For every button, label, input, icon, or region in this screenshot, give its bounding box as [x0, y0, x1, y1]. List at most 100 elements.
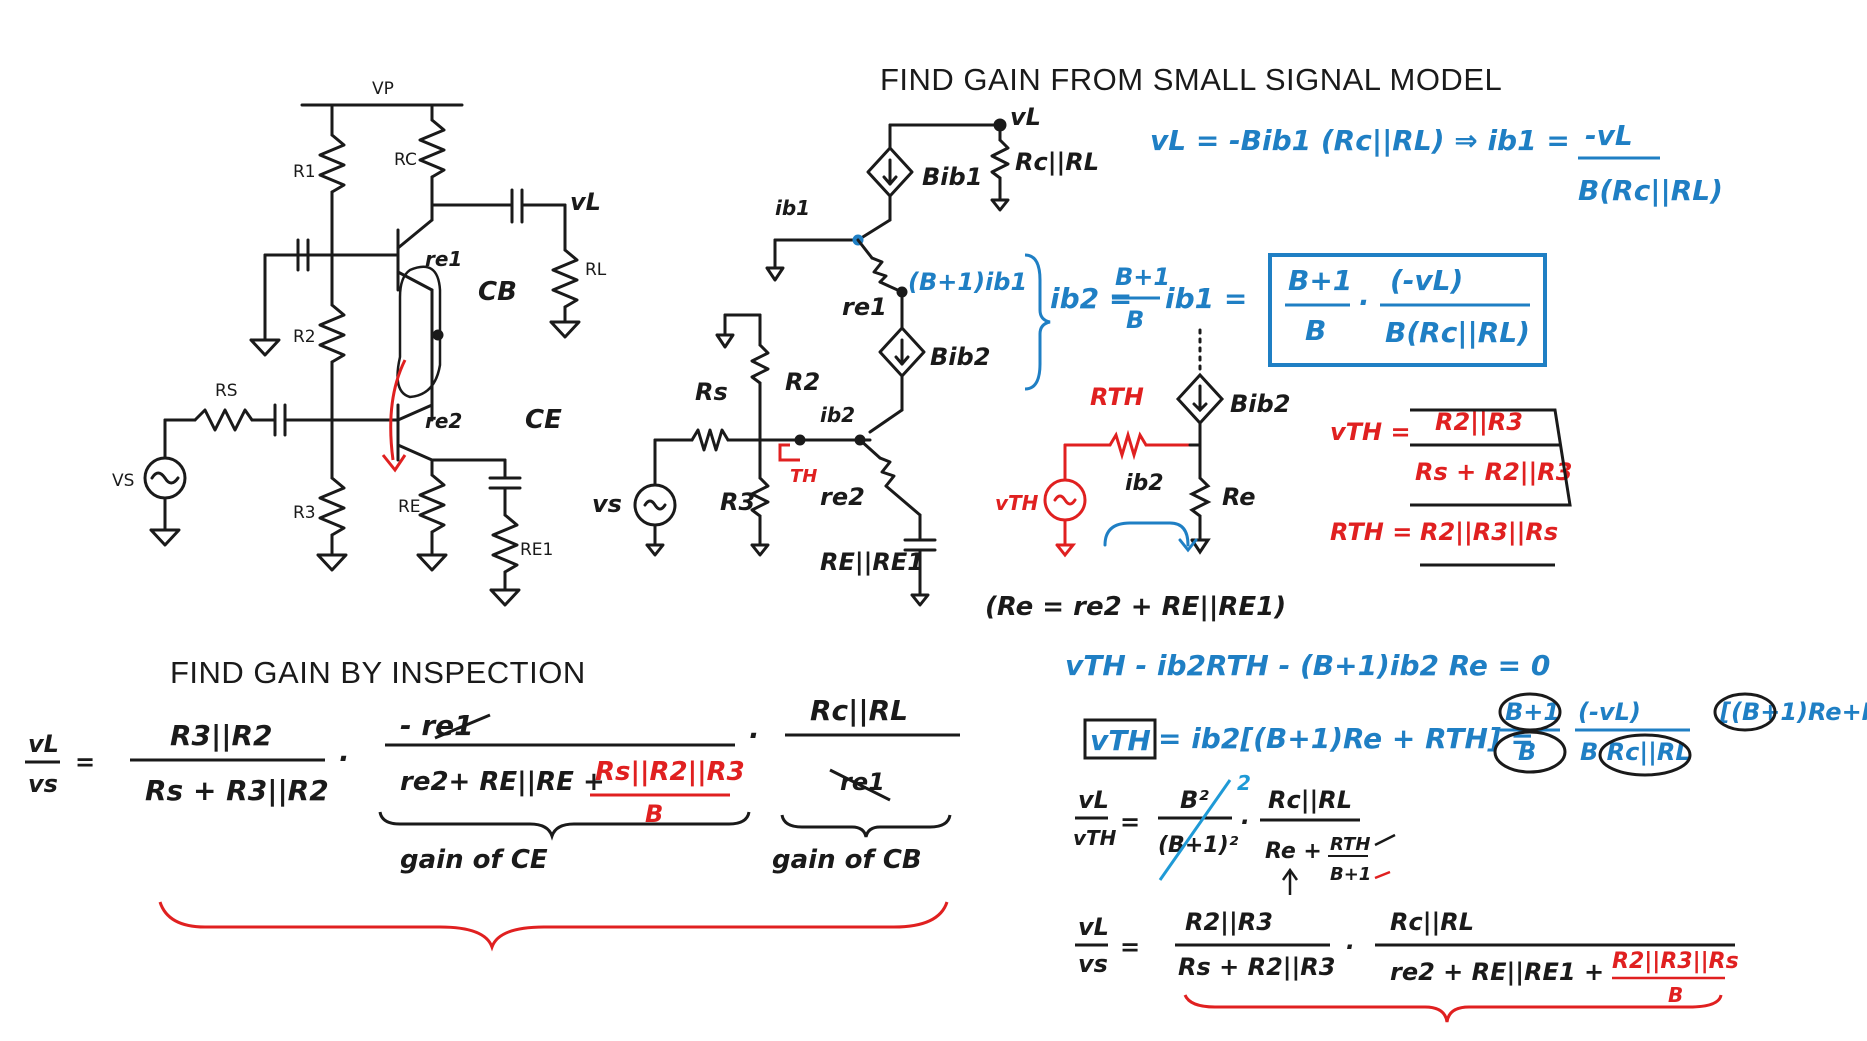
bracket-tail: [(B+1)Re+RTH] [1719, 698, 1867, 726]
svg-text:·: · [338, 742, 349, 775]
label-vl: vL [570, 188, 601, 216]
rth-eq-val: R2||R3||Rs [1420, 518, 1558, 546]
svg-text:·: · [1358, 286, 1369, 319]
svg-text:=: = [1120, 933, 1140, 961]
signal-path-arrowhead [381, 454, 407, 473]
label-r1: R1 [293, 162, 316, 182]
eq2-frac-den: B [1126, 306, 1144, 334]
thevenin-circuit [1043, 328, 1225, 558]
svg-text:=: = [75, 748, 95, 776]
re-definition: (Re = re2 + RE||RE1) [985, 592, 1286, 622]
signal-path-arrow [389, 359, 407, 461]
label-r2: R2 [293, 327, 316, 347]
gain-derivation: vL vTH = B² (B+1)² 2 · Rc||RL Re + RTH B… [1073, 771, 1739, 1007]
label-vl: vL [1010, 103, 1041, 131]
eq1-text: vL = -Bib1 (Rc||RL) ⇒ ib1 = [1150, 124, 1570, 157]
final-f1-num: R2||R3 [1185, 908, 1273, 936]
box-num1: B+1 [1288, 264, 1352, 297]
f2-num: Rc||RL [1268, 786, 1352, 814]
label-rth: RTH [1090, 383, 1144, 411]
frac-b-num: (-vL) [1578, 698, 1641, 726]
kvl-equation: vTH - ib2RTH - (B+1)ib2 Re = 0 [1065, 649, 1550, 682]
thevenin-labels: RTH vTH ib2 Bib2 Re vTH = R2||R3 Rs + R2… [985, 383, 1572, 622]
vth-eq-label: vTH = [1330, 418, 1411, 446]
blue-equations: vL = -Bib1 (Rc||RL) ⇒ ib1 = -vL B(Rc||RL… [1024, 119, 1867, 766]
insp-f3-den: re1 [840, 768, 885, 796]
label-rs: Rs [695, 378, 728, 406]
f2-den-b-num: RTH [1330, 834, 1370, 855]
f2-den-b-den: B+1 [1330, 864, 1371, 885]
insp-lhs-den: vs [28, 770, 58, 798]
insp-f2-red-num: Rs||R2||R3 [595, 757, 745, 787]
label-rs: RS [215, 381, 238, 401]
cancel-ovals [1493, 692, 1777, 777]
label-re1: re1 [842, 293, 887, 321]
schematic-labels: VP R1 RC R2 R3 RL RS RE RE1 VS vL re1 re… [112, 79, 607, 560]
vth-eq-num: R2||R3 [1435, 408, 1523, 436]
label-th: TH [790, 466, 817, 487]
label-rc: RC [394, 150, 417, 170]
eq1-numerator: -vL [1585, 119, 1633, 152]
f2-den-a: Re + [1265, 839, 1322, 864]
eq2-frac-num: B+1 [1115, 263, 1170, 291]
insp-f3-num: Rc||RL [810, 694, 908, 727]
label-beta-ib2: Bib2 [930, 343, 990, 371]
box-num2: (-vL) [1390, 264, 1463, 297]
final-red-num: R2||R3||Rs [1612, 949, 1739, 974]
label-r3: R3 [293, 503, 316, 523]
insp-lhs-num: vL [28, 730, 59, 758]
label-beta-ib1: Bib1 [922, 163, 982, 191]
inspection-red-brace [158, 901, 949, 952]
label-re: RE [398, 497, 421, 517]
svg-text:·: · [1345, 933, 1354, 961]
rth-eq-label: RTH = [1330, 518, 1412, 546]
final-f1-den: Rs + R2||R3 [1178, 953, 1335, 981]
label-beta1-ib1: (B+1)ib1 [908, 268, 1027, 296]
vth-line: = ib2[(B+1)Re + RTH] = [1158, 722, 1534, 755]
label-ib2: ib2 [820, 403, 855, 427]
svg-text:·: · [748, 719, 759, 752]
final-f2-num: Rc||RL [1390, 908, 1474, 936]
label-ce: CE [525, 405, 562, 435]
label-re2-small: re2 [425, 409, 462, 433]
final-f2-den: re2 + RE||RE1 + [1390, 958, 1604, 986]
label-vs: vs [592, 490, 622, 518]
small-signal-labels: vL Bib1 Rc||RL ib1 re1 (B+1)ib1 Bib2 Rs … [592, 103, 1099, 576]
label-ib1: ib1 [775, 196, 810, 220]
label-rc-rl: Rc||RL [1015, 148, 1099, 176]
frac-a-den: B [1518, 738, 1536, 766]
f1-den: (B+1)² [1158, 833, 1239, 858]
lhs-num: vL [1078, 786, 1109, 814]
f1-num: B² [1180, 786, 1209, 814]
svg-text:·: · [1240, 808, 1249, 836]
box-den1: B [1305, 314, 1326, 347]
label-cb: CB [478, 277, 517, 307]
lhs-den: vTH [1073, 826, 1117, 850]
label-beta-ib2: Bib2 [1230, 390, 1290, 418]
label-vp: VP [372, 79, 394, 99]
label-r3: R3 [720, 488, 755, 516]
amplifier-schematic [143, 103, 581, 607]
label-re-re1: RE||RE1 [820, 548, 924, 576]
svg-text:=: = [1120, 808, 1140, 836]
label-vs: VS [112, 471, 134, 491]
eq2-tail: ib1 = [1165, 282, 1247, 315]
insp-f1-num: R3||R2 [170, 719, 273, 752]
frac-b-den: B Rc||RL [1580, 738, 1691, 766]
vth-boxed: vTH [1090, 724, 1151, 757]
th-marker [778, 443, 800, 462]
vth-eq-den: Rs + R2||R3 [1415, 458, 1572, 486]
two-annotation: 2 [1237, 771, 1251, 795]
frac-a-num: B+1 [1505, 698, 1560, 726]
title-inspection: FIND GAIN BY INSPECTION [170, 655, 586, 690]
label-re1: RE1 [520, 540, 553, 560]
label-re: Re [1222, 483, 1256, 511]
gain-ce-label: gain of CE [400, 845, 548, 875]
final-lhs-den: vs [1078, 950, 1108, 978]
title-small-signal: FIND GAIN FROM SMALL SIGNAL MODEL [880, 62, 1503, 97]
small-signal-model [633, 118, 1010, 607]
label-vth: vTH [995, 491, 1039, 515]
label-re2: re2 [820, 483, 865, 511]
box-den2: B(Rc||RL) [1385, 316, 1530, 349]
